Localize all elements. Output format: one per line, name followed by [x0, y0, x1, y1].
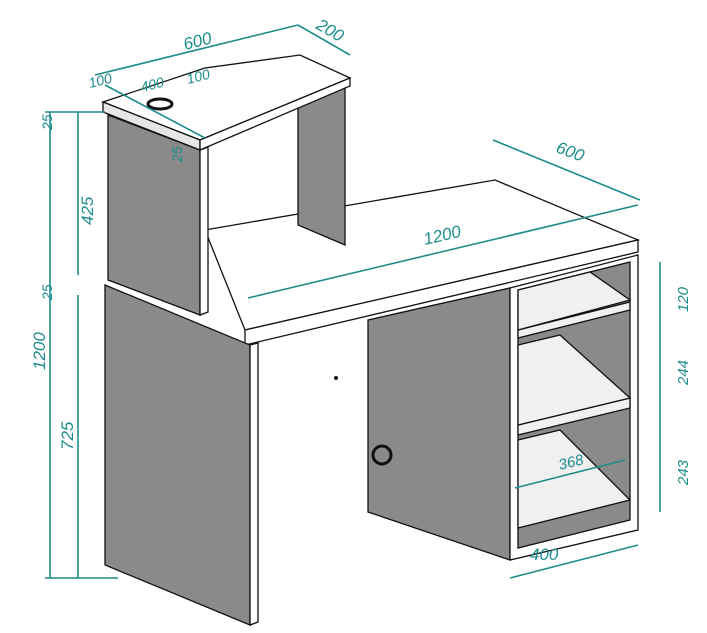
- dim-desk-height: 725: [58, 421, 77, 450]
- hutch-grommet: [146, 97, 174, 111]
- hutch-right-panel: [297, 84, 346, 246]
- dim-desk-depth: 600: [554, 138, 588, 166]
- left-leg-panel: [104, 284, 251, 626]
- dim-hutch-shelf-thickness: 25: [169, 146, 185, 163]
- dim-shelf-middle-gap: 244: [675, 360, 692, 386]
- hutch-left-edge: [199, 146, 209, 316]
- dim-hutch-height: 425: [78, 196, 97, 225]
- hutch-top-edge-right: [199, 77, 351, 151]
- dimension-lines: [45, 24, 661, 579]
- screw-hole: [334, 376, 338, 380]
- dim-hutch-middle: 400: [139, 74, 166, 95]
- cable-grommet: [371, 444, 393, 466]
- dim-hutch-right-offset: 100: [185, 66, 212, 87]
- dim-hutch-left-offset: 100: [87, 70, 114, 91]
- dim-desk-top-thickness: 25: [39, 284, 55, 301]
- desk-top-edge: [244, 239, 639, 346]
- dim-cabinet-width: 400: [530, 545, 559, 564]
- shelf-mid-inner: [517, 334, 632, 426]
- dim-total-height: 1200: [30, 332, 49, 370]
- dim-hutch-top-thickness: 25: [39, 114, 55, 131]
- dim-hutch-width: 600: [181, 28, 214, 53]
- shelf-top-inner: [517, 271, 632, 331]
- shelf-1: [517, 301, 631, 339]
- dim-shelf-bottom-gap: 243: [675, 459, 692, 486]
- dim-shelf-top-gap: 120: [675, 286, 692, 312]
- dim-hutch-depth: 200: [312, 15, 347, 46]
- left-leg-edge: [249, 342, 259, 626]
- middle-panel: [367, 287, 511, 561]
- shelf-bottom-inner: [517, 429, 632, 529]
- dim-cabinet-inner-depth: 368: [557, 451, 586, 474]
